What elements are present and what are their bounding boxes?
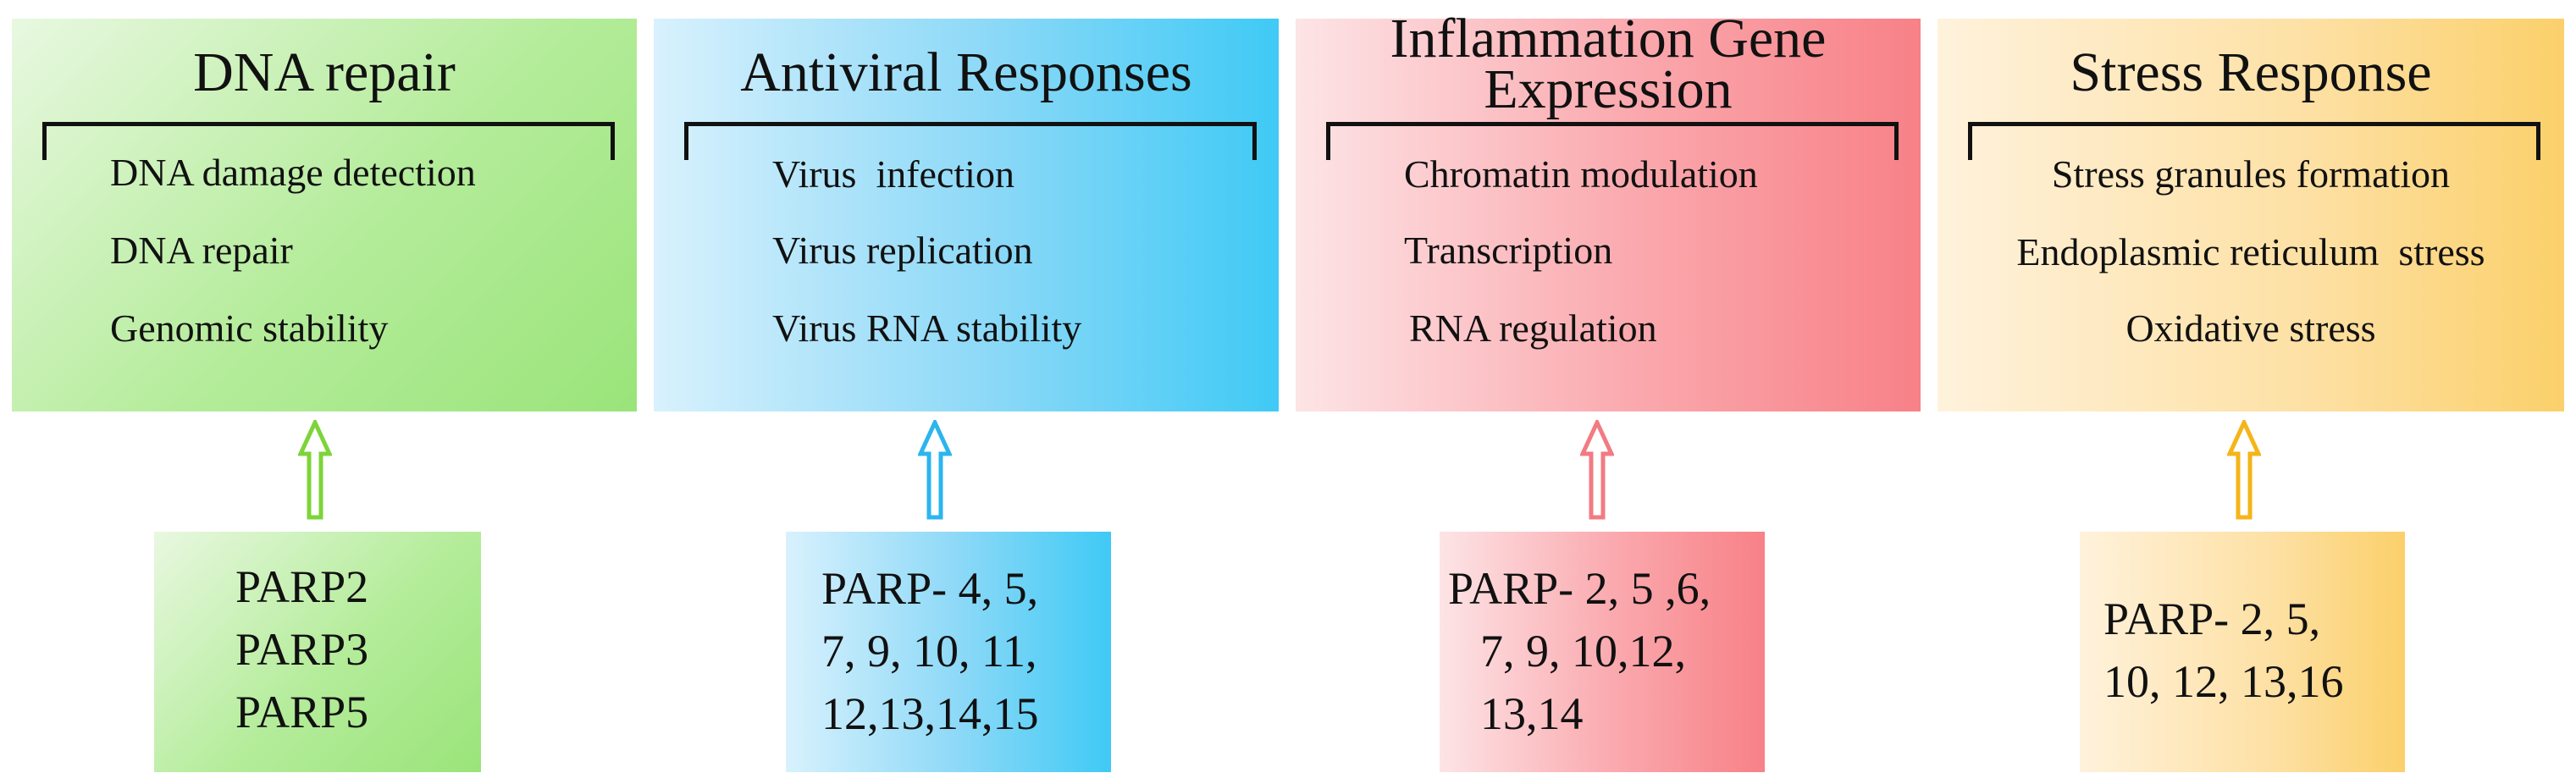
bracket [1968, 122, 2540, 160]
parp-box-stress: PARP- 2, 5, 10, 12, 13,16 [2080, 532, 2405, 772]
arrow-shape [918, 420, 952, 520]
arrow-shape [2227, 420, 2261, 520]
list-item: Virus replication [772, 229, 1033, 272]
panel-title-line: Inflammation Gene [1390, 8, 1827, 69]
panel-title-line: Expression [1484, 58, 1733, 120]
arrow-up-icon [1580, 420, 1614, 520]
list-item: Chromatin modulation [1404, 152, 1758, 196]
list-item: Virus RNA stability [772, 306, 1082, 350]
parp-line: PARP3 [235, 624, 369, 675]
list-item: DNA damage detection [110, 151, 476, 194]
panel-dna-repair: DNA repair DNA damage detection DNA repa… [12, 19, 637, 411]
list-item: Virus infection [772, 152, 1014, 196]
parp-box-inflammation: PARP- 2, 5 ,6, 7, 9, 10,12, 13,14 [1440, 532, 1765, 772]
list-item: Oxidative stress [2125, 306, 2376, 350]
list-item: Genomic stability [110, 306, 389, 350]
parp-line: 13,14 [1480, 688, 1584, 739]
list-item: Endoplasmic reticulum stress [2016, 230, 2485, 273]
arrow-up-icon [918, 420, 952, 520]
panel-title: DNA repair [12, 45, 637, 101]
panel-stress-response: Stress Response Stress granules formatio… [1938, 19, 2564, 411]
arrow-shape [1580, 420, 1614, 520]
arrow-up-icon [298, 420, 332, 520]
parp-line: 10, 12, 13,16 [2103, 656, 2344, 707]
list-item: Transcription [1404, 229, 1613, 272]
panel-antiviral-responses: Antiviral Responses Virus infection Viru… [654, 19, 1279, 411]
arrow-shape [298, 420, 332, 520]
parp-line: 12,13,14,15 [821, 688, 1039, 739]
bracket [1326, 122, 1899, 160]
list-item: DNA repair [110, 229, 293, 272]
parp-line: PARP2 [235, 561, 369, 612]
panel-title-line: Stress Response [2070, 41, 2432, 103]
parp-line: PARP- 2, 5 ,6, [1448, 563, 1711, 614]
parp-line: PARP- 4, 5, [821, 563, 1039, 614]
parp-line: 7, 9, 10, 11, [821, 626, 1037, 676]
parp-line: 7, 9, 10,12, [1480, 626, 1686, 676]
arrow-up-icon [2227, 420, 2261, 520]
bracket [684, 122, 1257, 160]
panel-inflammation-gene-expression: Inflammation Gene Expression Chromatin m… [1296, 11, 1921, 411]
parp-line: PARP5 [235, 687, 369, 737]
panel-title: Inflammation Gene Expression [1296, 8, 1921, 120]
list-item: Stress granules formation [2051, 152, 2451, 196]
bracket [42, 122, 615, 160]
list-item: RNA regulation [1409, 306, 1657, 350]
parp-box-antiviral: PARP- 4, 5, 7, 9, 10, 11, 12,13,14,15 [786, 532, 1111, 772]
panel-title-line: DNA repair [193, 41, 456, 103]
parp-box-dna-repair: PARP2 PARP3 PARP5 [154, 532, 481, 772]
panel-title-line: Antiviral Responses [740, 41, 1192, 103]
parp-line: PARP- 2, 5, [2103, 594, 2321, 644]
panel-title: Antiviral Responses [654, 45, 1279, 101]
panel-title: Stress Response [1938, 45, 2564, 101]
